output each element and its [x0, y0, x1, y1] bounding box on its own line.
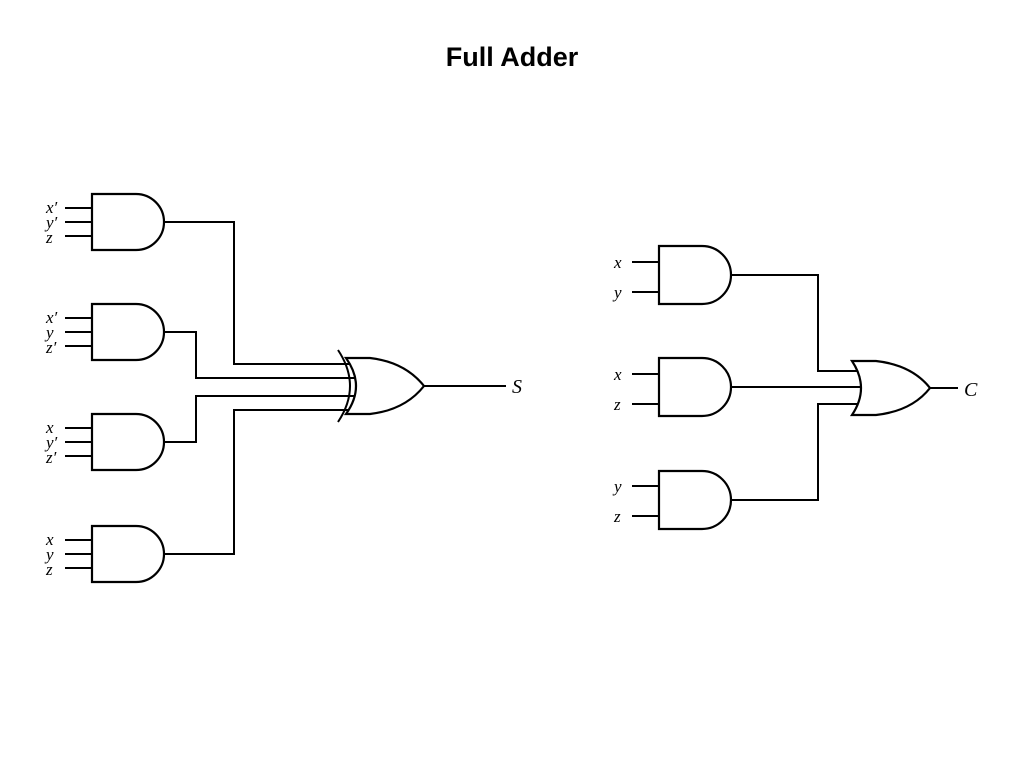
- carry-or-gate: C: [849, 359, 978, 417]
- sum-output-label: S: [512, 376, 522, 398]
- sum-and2-input-1: x′: [45, 308, 58, 327]
- carry-circuit: x y x z y z C: [612, 244, 978, 531]
- sum-and2-input-3: z′: [45, 338, 57, 357]
- sum-or-gate: S: [337, 349, 522, 423]
- sum-and-gate-4: x y z: [44, 524, 166, 584]
- sum-and-gate-1: x′ y′ z: [44, 192, 166, 252]
- carry-and1-input-2: y: [612, 283, 622, 302]
- carry-and2-input-2: z: [613, 395, 621, 414]
- sum-and2-input-2: y: [44, 323, 54, 342]
- carry-and3-input-1: y: [612, 477, 622, 496]
- sum-and-gate-2: x′ y z′: [44, 302, 166, 362]
- sum-circuit: x′ y′ z x′ y z′ x y′ z′: [44, 192, 522, 584]
- carry-output-label: C: [964, 379, 978, 401]
- carry-and2-input-1: x: [613, 365, 622, 384]
- carry-and-gate-3: y z: [612, 469, 733, 531]
- sum-and1-input-2: y′: [44, 213, 58, 232]
- sum-and4-input-2: y: [44, 545, 54, 564]
- carry-and-gate-1: x y: [612, 244, 733, 306]
- carry-routing-wires: [731, 274, 862, 501]
- slide-title: Full Adder: [445, 42, 579, 72]
- sum-and1-input-1: x′: [45, 198, 58, 217]
- sum-and1-input-3: z: [45, 228, 53, 247]
- carry-and3-input-2: z: [613, 507, 621, 526]
- sum-and4-input-1: x: [45, 530, 54, 549]
- sum-and4-input-3: z: [45, 560, 53, 579]
- carry-and-gate-2: x z: [613, 356, 733, 418]
- sum-routing-wires: [164, 221, 355, 555]
- sum-and3-input-1: x: [45, 418, 54, 437]
- sum-and3-input-2: y′: [44, 433, 58, 452]
- sum-and-gate-3: x y′ z′: [44, 412, 166, 472]
- carry-and1-input-1: x: [613, 253, 622, 272]
- sum-and3-input-3: z′: [45, 448, 57, 467]
